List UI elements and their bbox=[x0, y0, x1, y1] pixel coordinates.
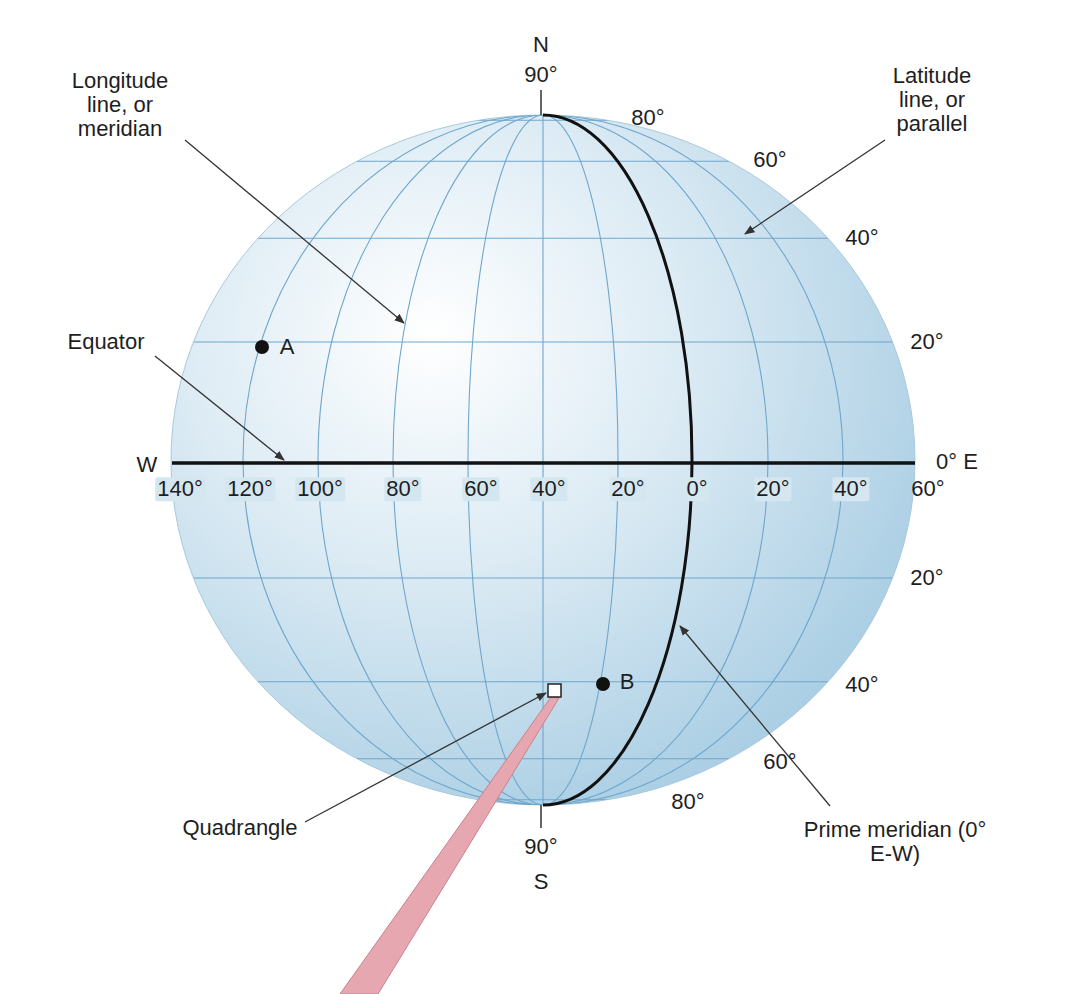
meridian-line bbox=[468, 115, 543, 805]
parallel-line bbox=[193, 577, 892, 578]
degree-label: 40° bbox=[845, 226, 878, 250]
degree-label: 20° bbox=[754, 477, 791, 501]
leader-lines bbox=[155, 140, 885, 822]
pole-letter: S bbox=[534, 870, 549, 894]
meridian-line bbox=[542, 115, 543, 805]
degree-label: 120° bbox=[225, 477, 275, 501]
callout-label: Equator bbox=[67, 330, 144, 354]
callout-label: Longitude line, or meridian bbox=[53, 69, 188, 140]
degree-label: 0° E bbox=[936, 450, 978, 474]
pole-letter: N bbox=[533, 33, 549, 57]
parallel-line bbox=[193, 341, 892, 342]
callout-label: Prime meridian (0° E-W) bbox=[800, 818, 990, 866]
degree-label: 60° bbox=[462, 477, 499, 501]
pole-tick bbox=[540, 90, 542, 115]
degree-label: 20° bbox=[609, 477, 646, 501]
degree-label: 90° bbox=[524, 63, 557, 87]
equator-line bbox=[172, 461, 915, 465]
direction-letter: W bbox=[137, 453, 158, 477]
prime-meridian bbox=[543, 115, 692, 805]
degree-label: 20° bbox=[910, 566, 943, 590]
parallel-line bbox=[357, 161, 729, 162]
point-b bbox=[596, 677, 610, 691]
parallel-line bbox=[478, 799, 607, 800]
graticule bbox=[193, 115, 892, 805]
degree-label: 40° bbox=[530, 477, 567, 501]
globe-body bbox=[171, 115, 915, 805]
meridian-line bbox=[318, 115, 543, 805]
callout-label: Latitude line, or parallel bbox=[872, 64, 992, 135]
degree-label: 60° bbox=[763, 750, 796, 774]
degree-label: 40° bbox=[845, 673, 878, 697]
degree-label: 100° bbox=[295, 477, 345, 501]
callout-label: Quadrangle bbox=[183, 816, 298, 840]
degree-label: 80° bbox=[631, 106, 664, 130]
degree-label: 20° bbox=[910, 330, 943, 354]
point-label: B bbox=[620, 670, 635, 694]
point-a bbox=[255, 340, 269, 354]
degree-label: 60° bbox=[753, 148, 786, 172]
parallel-line bbox=[357, 758, 729, 759]
parallel-line bbox=[258, 238, 828, 239]
quadrangle-square bbox=[548, 684, 561, 697]
degree-label: 140° bbox=[155, 477, 205, 501]
meridian-line bbox=[543, 115, 843, 805]
parallel-line bbox=[478, 120, 607, 121]
degree-label: 40° bbox=[832, 477, 869, 501]
meridian-line bbox=[543, 115, 768, 805]
degree-label: 80° bbox=[671, 790, 704, 814]
meridian-line bbox=[393, 115, 543, 805]
degree-label: 60° bbox=[911, 477, 944, 501]
quadrangle-beam bbox=[340, 697, 559, 994]
meridian-line bbox=[243, 115, 543, 805]
degree-label: 80° bbox=[384, 477, 421, 501]
degree-label: 0° bbox=[684, 477, 709, 501]
parallel-line bbox=[258, 681, 828, 682]
point-label: A bbox=[280, 335, 295, 359]
pole-tick bbox=[540, 805, 542, 828]
degree-label: 90° bbox=[524, 835, 557, 859]
